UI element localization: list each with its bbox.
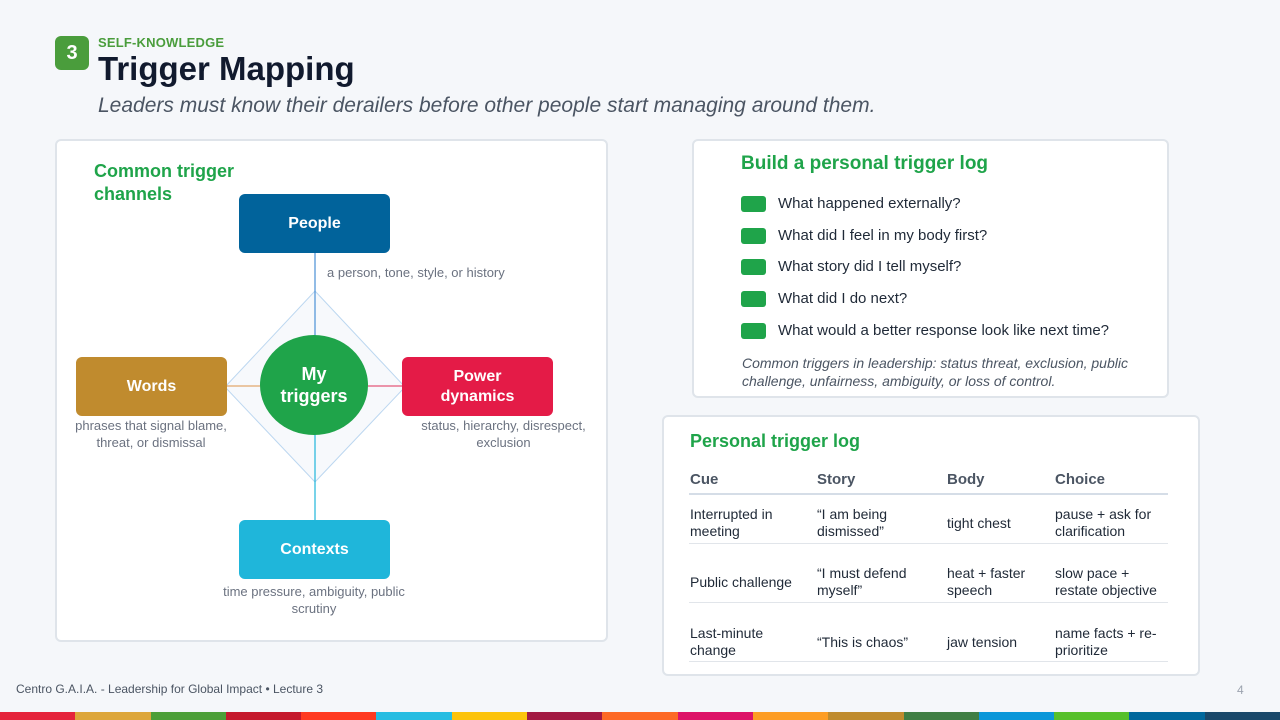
footer-text: Centro G.A.I.A. - Leadership for Global … (16, 682, 324, 696)
log-question: What would a better response look like n… (741, 322, 1109, 339)
stripe-segment (451, 712, 528, 720)
stripe-segment (752, 712, 829, 720)
stripe-segment (677, 712, 753, 720)
checkbox-marker-icon (741, 195, 766, 212)
node-words: Words (76, 357, 227, 416)
section-eyebrow: SELF-KNOWLEDGE (98, 35, 225, 50)
table-cell: “This is chaos” (817, 633, 909, 650)
node-people-desc: a person, tone, style, or history (327, 265, 505, 280)
stripe-segment (225, 712, 302, 720)
stripe-segment (1204, 712, 1280, 720)
section-number-badge: 3 (55, 36, 89, 70)
stripe-segment (0, 712, 76, 720)
trigger-log-table-title: Personal trigger log (690, 431, 861, 451)
table-cell: Last-minute change (690, 625, 764, 658)
column-header-story: Story (817, 471, 856, 488)
node-contexts-desc: time pressure, ambiguity, public scrutin… (223, 584, 405, 616)
stripe-segment (150, 712, 226, 720)
stripe-segment (978, 712, 1055, 720)
table-cell: slow pace + restate objective (1055, 565, 1157, 598)
stripe-segment (301, 712, 377, 720)
table-cell: pause + ask for clarification (1055, 506, 1152, 539)
build-log-card (692, 139, 1169, 398)
checkbox-marker-icon (741, 227, 766, 244)
checkbox-marker-icon (741, 322, 766, 339)
stripe-segment (527, 712, 603, 720)
log-question-text: What would a better response look like n… (778, 322, 1110, 339)
stripe-segment (1129, 712, 1205, 720)
node-contexts: Contexts (239, 520, 390, 579)
table-header-divider (689, 493, 1168, 495)
node-people: People (239, 194, 390, 253)
center-label: My triggers (280, 364, 348, 406)
build-log-title: Build a personal trigger log (741, 153, 989, 174)
stripe-segment (75, 712, 151, 720)
log-question: What did I feel in my body first? (741, 227, 987, 244)
trigger-log-table-card (662, 415, 1200, 676)
table-row-divider (689, 661, 1168, 662)
stripe-segment (1054, 712, 1130, 720)
node-power-dynamics: Power dynamics (402, 357, 553, 416)
stripe-segment (376, 712, 452, 720)
table-cell: tight chest (947, 514, 1011, 531)
slide-subtitle: Leaders must know their derailers before… (98, 94, 876, 117)
table-cell: “I must defend myself” (817, 565, 907, 598)
table-row-divider (689, 602, 1168, 603)
table-cell: Public challenge (690, 573, 792, 590)
stripe-segment (602, 712, 678, 720)
log-question-text: What story did I tell myself? (778, 258, 962, 275)
color-stripe-bar (0, 712, 1280, 720)
column-header-cue: Cue (690, 471, 719, 488)
node-words-desc: phrases that signal blame, threat, or di… (75, 418, 227, 450)
checkbox-marker-icon (741, 258, 766, 275)
table-cell: jaw tension (947, 633, 1018, 650)
page-number: 4 (1237, 683, 1244, 697)
stripe-segment (903, 712, 979, 720)
common-triggers-note: Common triggers in leadership: status th… (742, 355, 1128, 389)
log-question: What did I do next? (741, 290, 907, 307)
table-row-divider (689, 543, 1168, 544)
slide-title: Trigger Mapping (98, 50, 355, 87)
log-question-text: What did I do next? (778, 290, 908, 307)
column-header-body: Body (947, 471, 985, 488)
log-question-text: What did I feel in my body first? (778, 227, 988, 244)
table-cell: “I am being dismissed” (817, 506, 888, 539)
log-question-text: What happened externally? (778, 195, 961, 212)
table-cell: heat + faster speech (947, 565, 1026, 598)
node-my-triggers: My triggers (260, 335, 368, 435)
checkbox-marker-icon (741, 290, 766, 307)
stripe-segment (828, 712, 904, 720)
column-header-choice: Choice (1055, 471, 1106, 488)
log-question: What story did I tell myself? (741, 258, 961, 275)
log-question: What happened externally? (741, 195, 961, 212)
node-power-label: Power dynamics (440, 367, 515, 405)
node-power-desc: status, hierarchy, disrespect, exclusion (421, 418, 586, 450)
table-cell: name facts + re-prioritize (1055, 625, 1157, 658)
table-cell: Interrupted in meeting (690, 506, 773, 539)
channels-title: Common trigger channels (94, 161, 235, 204)
